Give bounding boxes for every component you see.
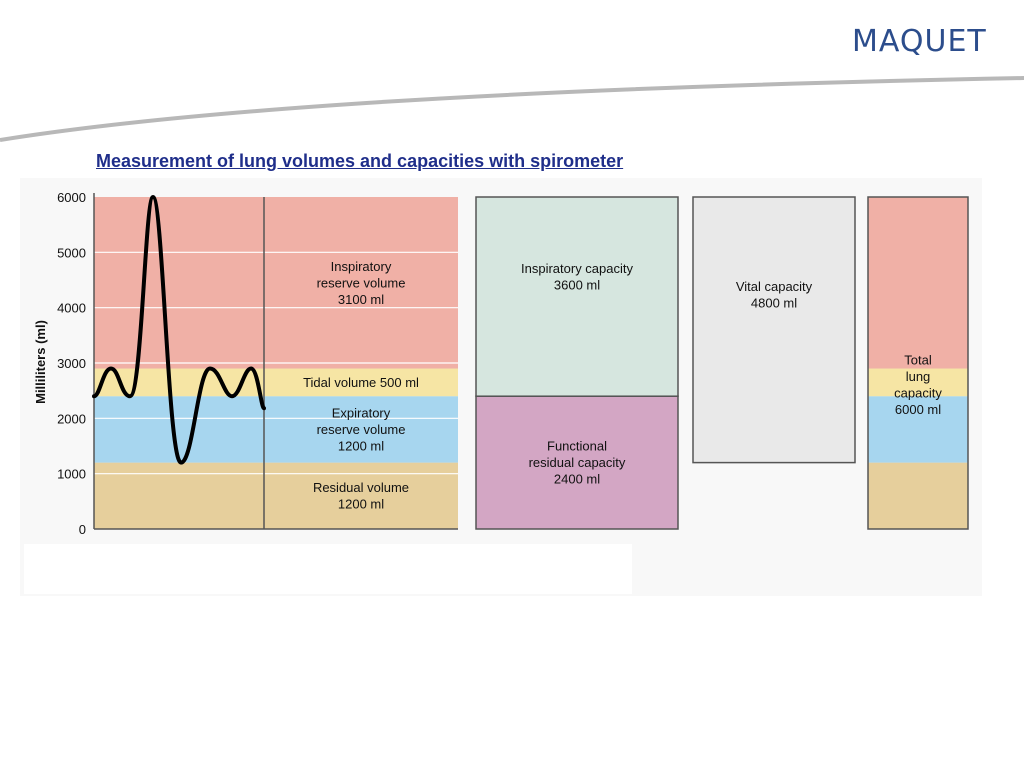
spirogram-trace (92, 195, 266, 465)
y-axis-label: Milliliters (ml) (33, 320, 48, 404)
volume-residual-volume-label-line: Residual volume (313, 480, 409, 495)
volume-inspiratory-reserve-volume-label-line: 3100 ml (338, 292, 384, 307)
slide-title: Measurement of lung volumes and capaciti… (96, 151, 624, 171)
bar-total-lung-capacity (867, 196, 969, 530)
capacity-vital-capacity-label-line: Vital capacity (736, 279, 813, 294)
capacity-vital-capacity-label-line: 4800 ml (751, 296, 797, 311)
tlc-segment-expiratory-reserve-volume (868, 396, 968, 463)
capacity-functional-residual-capacity-label-line: residual capacity (529, 455, 626, 470)
bar-functional-residual-capacity (475, 395, 679, 530)
capacity-total-lung-capacity-label-line: lung (906, 369, 931, 384)
band-residual-volume (94, 462, 458, 529)
tlc-segment-residual-volume (868, 462, 968, 529)
volume-expiratory-reserve-volume-label-line: reserve volume (317, 422, 406, 437)
tlc-segment-inspiratory-reserve-volume (868, 197, 968, 369)
y-tick-label: 1000 (57, 467, 86, 482)
band-tidal-volume (94, 368, 458, 397)
tlc-segment-tidal-volume (868, 368, 968, 397)
y-tick-label: 5000 (57, 245, 86, 260)
volume-inspiratory-reserve-volume-label-line: Inspiratory (331, 259, 392, 274)
capacity-functional-residual-capacity-label-line: 2400 ml (554, 472, 600, 487)
capacity-total-lung-capacity-label-line: 6000 ml (895, 402, 941, 417)
maquet-logo: MAQUET (852, 24, 987, 59)
y-tick-label: 2000 (57, 411, 86, 426)
capacity-inspiratory-capacity-label-line: Inspiratory capacity (521, 261, 633, 276)
volume-expiratory-reserve-volume-label-line: 1200 ml (338, 438, 384, 453)
capacity-inspiratory-capacity-label-line: 3600 ml (554, 277, 600, 292)
capacity-total-lung-capacity-label-line: Total (904, 352, 932, 367)
bar-vital-capacity (692, 196, 856, 464)
band-expiratory-reserve-volume (94, 396, 458, 463)
capacity-total-lung-capacity-label-line: capacity (894, 385, 942, 400)
volume-tidal-volume-label-line: Tidal volume 500 ml (303, 375, 419, 390)
header-swoosh-divider (0, 76, 1024, 142)
y-tick-label: 0 (79, 522, 86, 537)
y-tick-label: 4000 (57, 301, 86, 316)
figure-blank-patch (24, 544, 632, 594)
volume-expiratory-reserve-volume-label-line: Expiratory (332, 405, 391, 420)
capacity-functional-residual-capacity-label-line: Functional (547, 439, 607, 454)
y-tick-label: 6000 (57, 190, 86, 205)
volume-residual-volume-label-line: 1200 ml (338, 497, 384, 512)
bar-inspiratory-capacity (475, 196, 679, 397)
y-tick-label: 3000 (57, 356, 86, 371)
volume-inspiratory-reserve-volume-label-line: reserve volume (317, 275, 406, 290)
band-inspiratory-reserve-volume (94, 197, 458, 369)
